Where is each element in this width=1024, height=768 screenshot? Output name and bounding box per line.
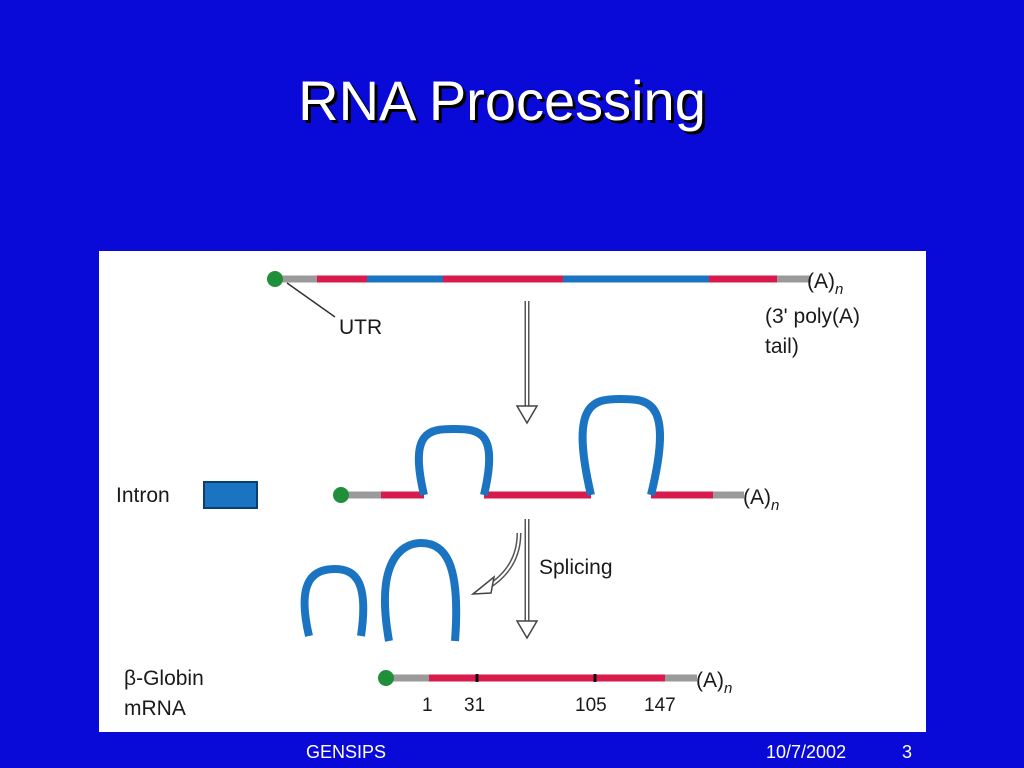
slide-title: RNA Processing bbox=[298, 69, 706, 132]
tail-note-line2: tail) bbox=[765, 335, 799, 358]
footer-page-number: 3 bbox=[902, 742, 913, 762]
primary-transcript bbox=[267, 271, 811, 318]
intron-loop-2 bbox=[578, 394, 664, 496]
down-arrow-2 bbox=[515, 519, 539, 640]
mature-mrna bbox=[378, 670, 697, 686]
intron-loop-1 bbox=[414, 424, 494, 496]
intron-loop-transcript bbox=[333, 394, 744, 503]
splicing-label: Splicing bbox=[539, 556, 613, 579]
utr-pointer-line bbox=[286, 282, 336, 318]
position-label-105: 105 bbox=[575, 695, 607, 716]
position-label-31: 31 bbox=[464, 695, 485, 716]
splicing-arrow bbox=[470, 532, 522, 595]
product-label-line1: β-Globin bbox=[124, 667, 204, 690]
product-label-line2: mRNA bbox=[124, 697, 186, 720]
intron-legend-label: Intron bbox=[116, 484, 170, 507]
intron-legend-swatch bbox=[203, 481, 258, 509]
footer-date: 10/7/2002 bbox=[766, 742, 847, 762]
cap-dot-icon bbox=[333, 487, 349, 503]
rna-processing-diagram: UTR (A)n (3' poly(A) tail) (A)n Intron bbox=[116, 270, 860, 720]
footer-left: GENSIPS bbox=[306, 742, 387, 762]
position-label-1: 1 bbox=[422, 695, 433, 716]
tail-label-middle: (A)n bbox=[743, 486, 779, 514]
down-arrow-1 bbox=[515, 301, 539, 425]
excised-intron-2 bbox=[380, 538, 461, 642]
tail-note-line1: (3' poly(A) bbox=[765, 305, 860, 328]
position-label-147: 147 bbox=[644, 695, 676, 716]
cap-dot-icon bbox=[267, 271, 283, 287]
cap-dot-icon bbox=[378, 670, 394, 686]
tail-label-bottom: (A)n bbox=[696, 669, 732, 697]
rna-processing-figure: UTR (A)n (3' poly(A) tail) (A)n Intron bbox=[99, 251, 926, 732]
tail-label-top: (A)n bbox=[807, 270, 843, 298]
utr-label: UTR bbox=[339, 316, 382, 339]
excised-intron-1 bbox=[300, 564, 368, 637]
